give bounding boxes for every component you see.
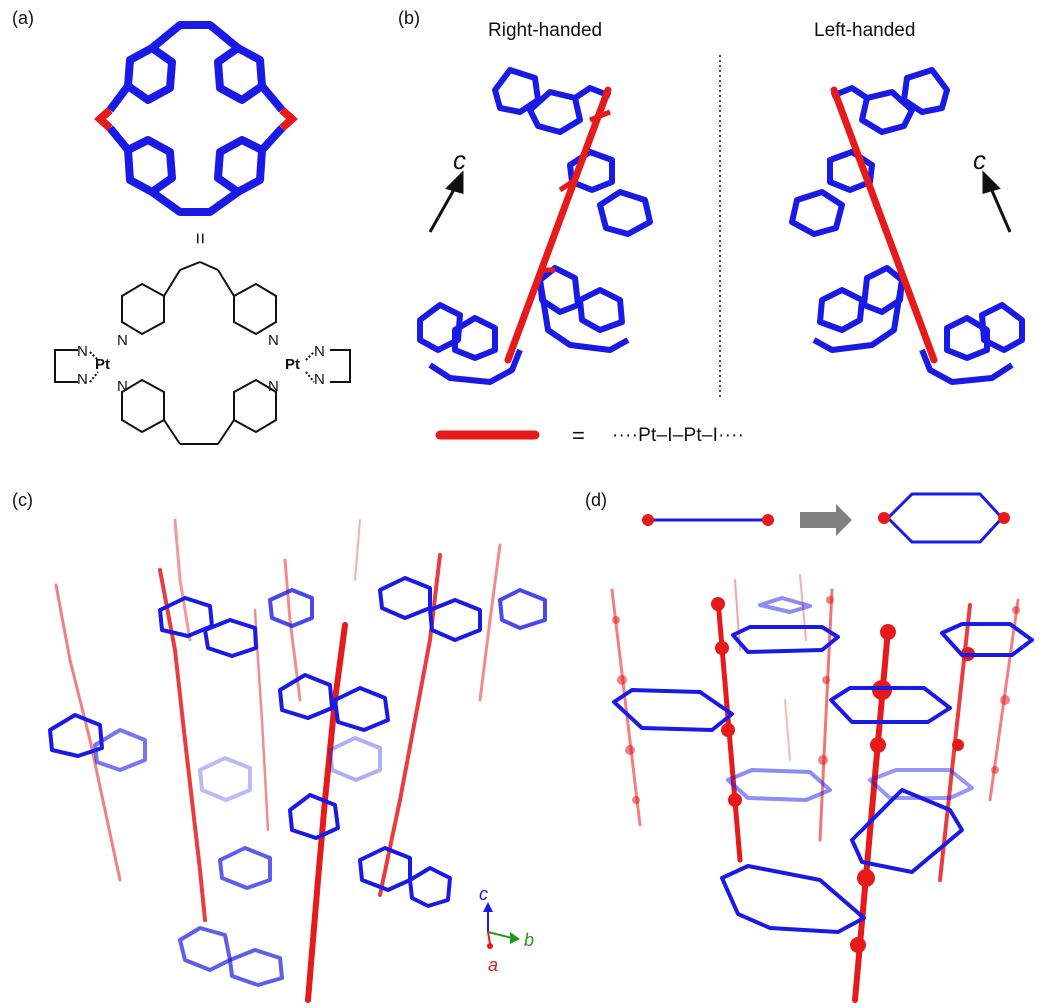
atom-pt-1: Pt	[95, 356, 110, 373]
schematic-hexagons	[612, 596, 1034, 934]
atom-pt-2: Pt	[285, 356, 300, 373]
chemical-structure	[54, 261, 351, 445]
pt-atoms-red	[94, 107, 298, 131]
schematic-chains	[610, 574, 1020, 1003]
schematic-hexagon-unit	[878, 492, 1010, 544]
right-handed-label: Right-handed	[488, 20, 603, 41]
left-handed-label: Left-handed	[814, 20, 916, 41]
axis-triad	[483, 902, 520, 949]
panel-label-c: (c)	[12, 490, 33, 510]
axis-b-label: b	[524, 930, 535, 950]
atom-n-8: N	[314, 371, 325, 388]
axis-c-label: c	[479, 884, 488, 904]
atom-n-7: N	[314, 343, 325, 360]
packing-chains	[54, 518, 502, 1003]
atom-n-3: N	[117, 332, 128, 349]
atom-n-2: N	[77, 371, 88, 388]
panel-label-d: (d)	[585, 490, 607, 510]
atom-n-5: N	[268, 332, 279, 349]
bridge-top	[149, 21, 241, 52]
ring-bl	[124, 136, 176, 196]
c-axis-arrow-right	[982, 170, 1012, 233]
atom-n-6: N	[268, 378, 279, 395]
ring-tr	[214, 44, 266, 104]
atom-n-1: N	[77, 343, 88, 360]
atom-n-4: N	[117, 378, 128, 395]
panel-label-a: (a)	[12, 8, 34, 28]
macrocycle-ring	[106, 21, 286, 216]
equals-sign: =	[572, 423, 585, 448]
c-axis-label-right: c	[973, 145, 986, 175]
c-axis-arrow-left	[428, 170, 464, 233]
ring-tl	[124, 44, 176, 104]
chain-formula: ····Pt–I–Pt–I····	[612, 425, 745, 446]
schematic-linear-unit	[642, 514, 774, 526]
c-axis-label-left: c	[453, 145, 466, 175]
transform-arrow	[800, 504, 852, 536]
bridge-bottom	[149, 188, 241, 216]
panel-label-b: (b)	[398, 8, 420, 28]
schematic-atoms	[612, 596, 1020, 953]
ring-br	[214, 136, 266, 196]
axis-a-label: a	[488, 955, 499, 975]
left-handed-helix	[789, 67, 1025, 385]
right-handed-helix	[417, 67, 653, 385]
packing-rings	[48, 576, 547, 987]
